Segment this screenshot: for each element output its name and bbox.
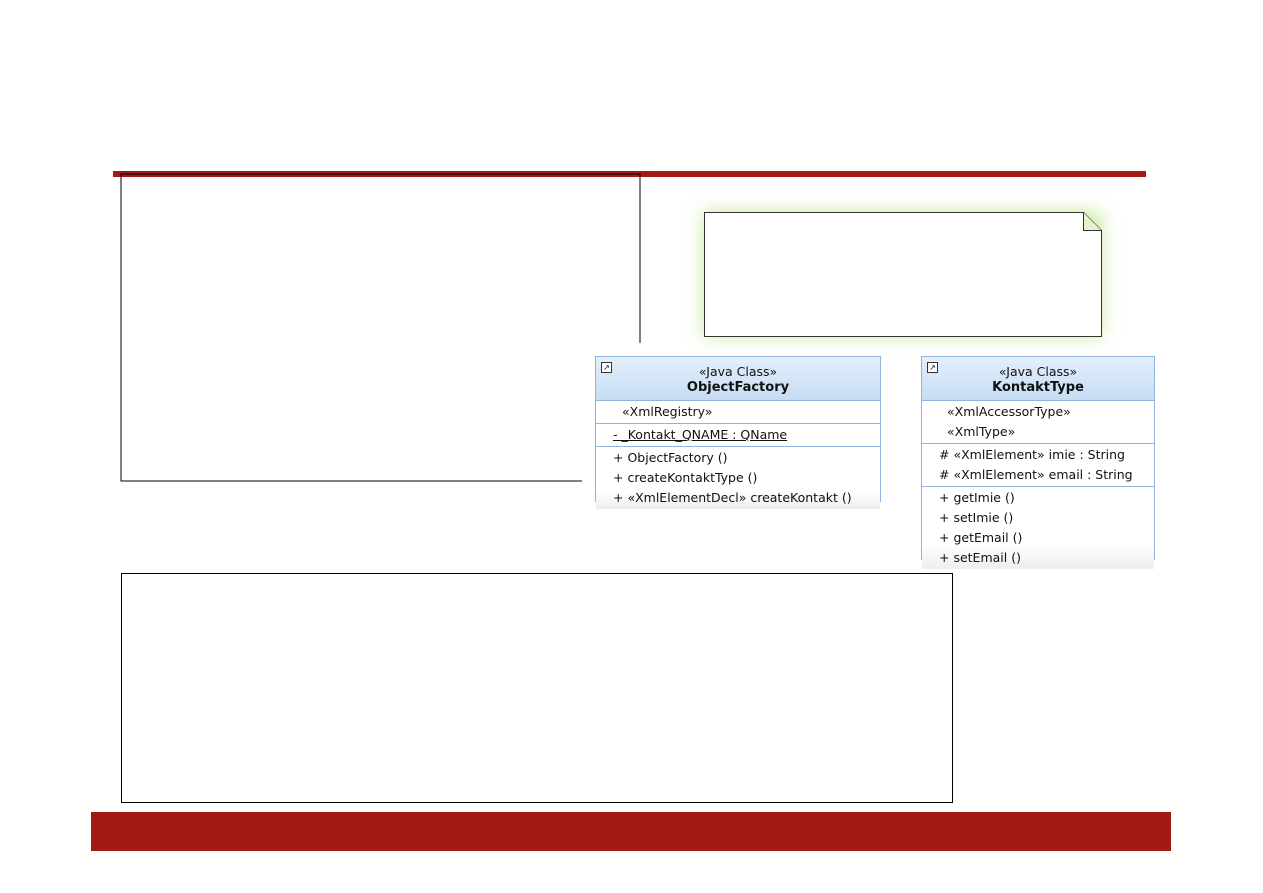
annotation: «XmlRegistry» <box>622 404 713 419</box>
annotation: «XmlType» <box>947 424 1016 439</box>
class-name: KontaktType <box>992 380 1084 395</box>
annotation: «XmlAccessorType» <box>947 404 1071 419</box>
operation: + ObjectFactory () <box>613 450 728 465</box>
attribute: # «XmlElement» imie : String <box>939 447 1125 462</box>
operation: + setEmail () <box>939 550 1021 565</box>
shortcut-arrow-icon: ↗ <box>927 362 938 373</box>
operation: + getImie () <box>939 490 1015 505</box>
class-stereotype: «Java Class» <box>698 364 778 379</box>
note <box>704 212 1102 337</box>
attribute: - _Kontakt_QNAME : QName <box>613 427 788 442</box>
shortcut-arrow-icon: ↗ <box>601 362 612 373</box>
operation: + «XmlElementDecl» createKontakt () <box>613 490 852 505</box>
footer-bar <box>91 812 1171 851</box>
class-name: ObjectFactory <box>686 380 790 395</box>
operation: + createKontaktType () <box>613 470 758 485</box>
uml-class-kontakttype[interactable]: ↗ «Java Class» KontaktType «XmlAccessorT… <box>921 356 1155 569</box>
operation: + setImie () <box>939 510 1014 525</box>
uml-class-objectfactory[interactable]: ↗ «Java Class» ObjectFactory «XmlRegistr… <box>595 356 881 509</box>
attribute: # «XmlElement» email : String <box>939 467 1133 482</box>
operation: + getEmail () <box>939 530 1023 545</box>
code-frame-bottom <box>121 573 953 803</box>
class-stereotype: «Java Class» <box>998 364 1078 379</box>
